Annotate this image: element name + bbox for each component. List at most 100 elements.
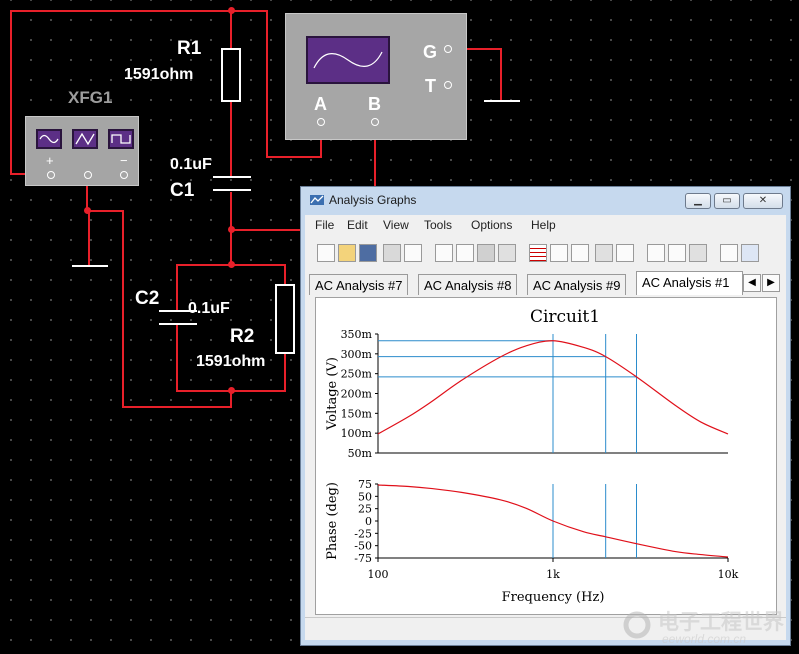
junction-dot: [228, 261, 235, 268]
print-icon[interactable]: [383, 244, 401, 262]
cut-icon[interactable]: [435, 244, 453, 262]
graph-app-icon: [310, 195, 324, 205]
ground-terminal[interactable]: [444, 45, 452, 53]
common-terminal[interactable]: [84, 171, 92, 179]
function-generator[interactable]: + −: [25, 116, 139, 186]
channel-a-label: A: [314, 94, 327, 114]
title-bar[interactable]: Analysis Graphs ▁ ▭ ✕: [301, 187, 790, 213]
y-tick-label: -75: [354, 552, 372, 565]
undo-icon[interactable]: [498, 244, 516, 262]
square-wave-icon: [111, 134, 131, 144]
maximize-button[interactable]: ▭: [714, 193, 740, 209]
menu-view[interactable]: View: [383, 218, 409, 232]
y-axis-label: Phase (deg): [325, 482, 340, 560]
menu-tools[interactable]: Tools: [424, 218, 453, 232]
y-tick-label: 25: [358, 503, 372, 516]
capacitor-c1-plate[interactable]: [213, 189, 251, 191]
export-excel-icon[interactable]: [720, 244, 738, 262]
watermark-text: 电子工程世界: [658, 610, 784, 634]
square-wave-button[interactable]: [108, 129, 134, 149]
y-tick-label: -25: [354, 527, 372, 540]
zoom-icon[interactable]: [595, 244, 613, 262]
channel-b-terminal[interactable]: [371, 118, 379, 126]
open-icon[interactable]: [338, 244, 356, 262]
chart-title: Circuit1: [530, 307, 600, 327]
new-icon[interactable]: [317, 244, 335, 262]
y-tick-label: 0: [365, 515, 372, 528]
menu-file[interactable]: File: [315, 218, 335, 232]
paste-icon[interactable]: [477, 244, 495, 262]
close-button[interactable]: ✕: [743, 193, 783, 209]
resistor-r2[interactable]: [275, 284, 295, 354]
tab-scroll-right-icon[interactable]: ▶: [762, 274, 780, 292]
grid-icon[interactable]: [529, 244, 547, 262]
c2-value: 0.1uF: [188, 300, 230, 317]
menu-bar: File Edit View Tools Options Help: [305, 215, 786, 235]
minus-terminal[interactable]: [120, 171, 128, 179]
oscilloscope-screen: [306, 36, 390, 84]
capacitor-c2-plate[interactable]: [159, 310, 197, 312]
ground-symbol: [484, 100, 520, 102]
c1-name: C1: [170, 180, 195, 201]
sine-wave-icon: [39, 134, 59, 144]
x-tick-label: 1k: [546, 568, 560, 581]
y-tick-label: 75: [358, 478, 372, 491]
resistor-r1[interactable]: [221, 48, 241, 102]
minus-terminal-label: −: [120, 153, 128, 168]
junction-dot: [228, 7, 235, 14]
r1-name: R1: [177, 38, 202, 59]
c1-value: 0.1uF: [170, 156, 212, 173]
menu-options[interactable]: Options: [471, 218, 513, 232]
sine-wave-button[interactable]: [36, 129, 62, 149]
y-tick-label: -50: [354, 540, 372, 553]
watermark: 电子工程世界 eeworld.com.cn: [622, 604, 794, 650]
save-icon[interactable]: [359, 244, 377, 262]
tab-ac-analysis-1[interactable]: AC Analysis #1: [636, 271, 743, 295]
trigger-terminal[interactable]: [444, 81, 452, 89]
triangle-wave-icon: [75, 132, 95, 146]
x-axis-label: Frequency (Hz): [502, 590, 605, 605]
x-tick-label: 10k: [718, 568, 739, 581]
y-tick-label: 300m: [341, 348, 373, 361]
analysis-graphs-window: Analysis Graphs ▁ ▭ ✕ File Edit View Too…: [300, 186, 791, 646]
tab-ac-analysis-7[interactable]: AC Analysis #7: [309, 274, 409, 295]
junction-dot: [228, 387, 235, 394]
tab-ac-analysis-9[interactable]: AC Analysis #9: [527, 274, 627, 295]
legend-icon[interactable]: [550, 244, 568, 262]
generator-name: XFG1: [68, 88, 113, 107]
channel-a-terminal[interactable]: [317, 118, 325, 126]
reverse-colors-icon[interactable]: [689, 244, 707, 262]
eeworld-logo-icon: [623, 611, 651, 639]
tab-ac-analysis-8[interactable]: AC Analysis #8: [418, 274, 518, 295]
y-tick-label: 150m: [341, 407, 373, 420]
plus-terminal[interactable]: [47, 171, 55, 179]
r1-value: 1591ohm: [124, 66, 194, 83]
series-line-1: [377, 484, 729, 558]
capacitor-c2-plate[interactable]: [159, 323, 197, 325]
page-properties-icon[interactable]: [668, 244, 686, 262]
oscilloscope[interactable]: A B G T: [285, 13, 467, 140]
copy-icon[interactable]: [456, 244, 474, 262]
toolbar: [305, 235, 786, 269]
status-bar: [305, 617, 786, 640]
capacitor-c1-plate[interactable]: [213, 176, 251, 178]
r2-value: 1591ohm: [196, 353, 266, 370]
menu-help[interactable]: Help: [531, 218, 556, 232]
print-preview-icon[interactable]: [404, 244, 422, 262]
y-tick-label: 200m: [341, 388, 373, 401]
window-title: Analysis Graphs: [329, 193, 417, 207]
ground-symbol: [72, 265, 108, 267]
cursors-icon[interactable]: [571, 244, 589, 262]
r2-name: R2: [230, 326, 255, 347]
y-tick-label: 50: [358, 490, 372, 503]
sine-wave-icon: [313, 51, 383, 69]
tab-scroll-left-icon[interactable]: ◀: [743, 274, 761, 292]
triangle-wave-button[interactable]: [72, 129, 98, 149]
y-tick-label: 50m: [348, 447, 373, 460]
minimize-button[interactable]: ▁: [685, 193, 711, 209]
menu-edit[interactable]: Edit: [347, 218, 368, 232]
export-mathcad-icon[interactable]: [741, 244, 759, 262]
restore-icon[interactable]: [616, 244, 634, 262]
properties-icon[interactable]: [647, 244, 665, 262]
